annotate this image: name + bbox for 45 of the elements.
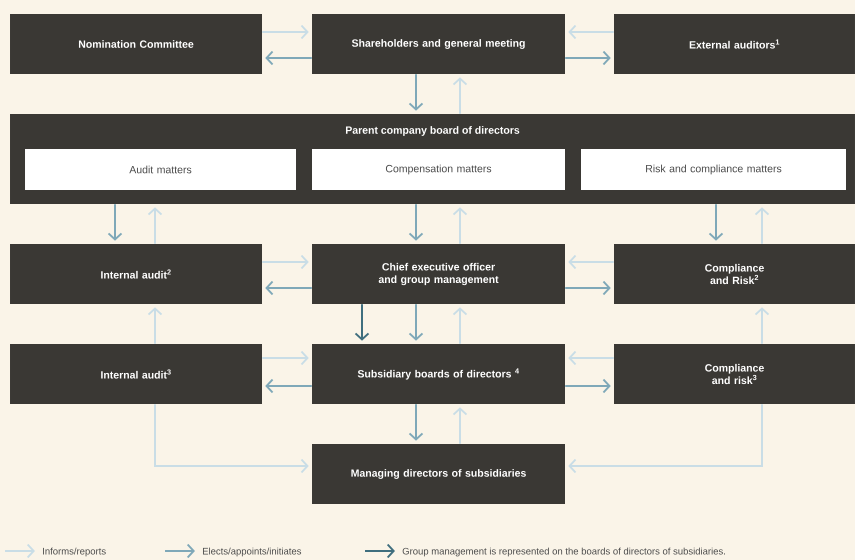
org-box: Subsidiary boards of directors $^{4}$: [312, 344, 565, 404]
arrow: [408, 404, 424, 441]
arrow: [262, 24, 309, 40]
arrow: [452, 207, 468, 244]
arrow: [108, 204, 122, 241]
arrow: [452, 307, 468, 344]
arrow: [408, 304, 424, 341]
arrow: [265, 50, 312, 66]
arrow: [265, 280, 312, 296]
org-box: Compliance and risk$^{3}$: [614, 344, 855, 404]
arrow: [754, 307, 770, 344]
org-box: Internal audit$^{2}$: [10, 244, 262, 304]
arrow: [265, 378, 312, 394]
arrow: [408, 204, 424, 241]
arrow: [568, 24, 614, 40]
org-box: External auditors$^{1}$: [614, 14, 855, 74]
arrow: [262, 254, 309, 270]
arrow: [262, 350, 309, 366]
arrow: [452, 407, 468, 444]
legend-text: Group management is represented on the boards of directors of subsidiaries.: [402, 548, 725, 556]
org-box: Managing directors of subsidiaries: [312, 444, 565, 504]
arrow: [452, 77, 468, 114]
org-box: Nomination Committee: [10, 14, 262, 74]
arrow: [565, 50, 611, 66]
arrow: [354, 304, 370, 341]
topic-box: Risk and compliance matters: [581, 149, 846, 190]
legend-text: Elects/appoints/initiates: [203, 548, 302, 556]
arrow: [148, 207, 162, 244]
arrow: [568, 350, 614, 366]
arrow: [568, 404, 763, 474]
arrow: [148, 307, 162, 344]
arrow: [565, 280, 611, 296]
arrow: [754, 207, 770, 244]
arrow: [708, 204, 724, 241]
topic-box: Audit matters: [25, 149, 296, 190]
topic-box: Compensation matters: [312, 149, 565, 190]
arrow: [568, 254, 614, 270]
org-box: Compliance and Risk$^{2}$: [614, 244, 855, 304]
arrow: [565, 378, 611, 394]
arrow: [154, 404, 309, 474]
org-box: Internal audit$^{3}$: [10, 344, 262, 404]
org-box: Shareholders and general meeting: [312, 14, 565, 74]
legend-text: Informs/reports: [43, 548, 106, 556]
arrow: [408, 74, 424, 111]
org-box: Chief executive officer and group management: [312, 244, 565, 304]
